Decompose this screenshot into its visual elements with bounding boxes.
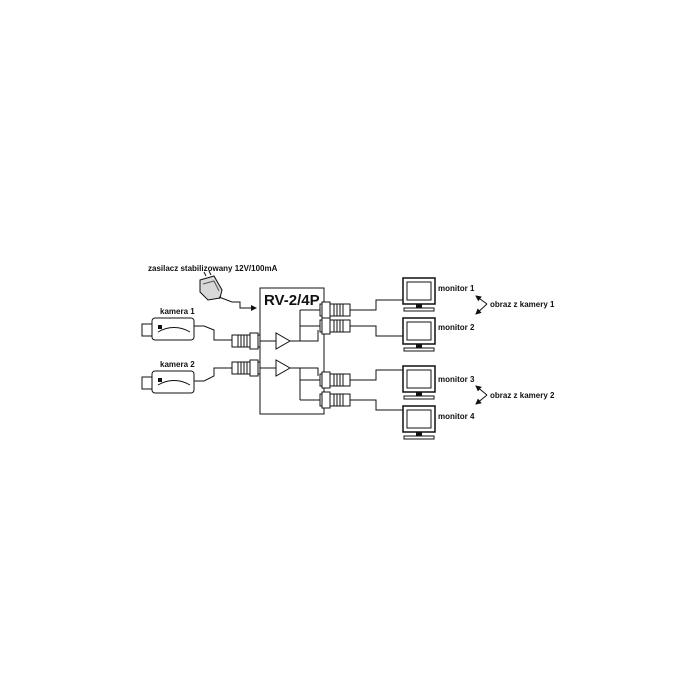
monitor-4-icon — [402, 405, 436, 440]
camera-1-cable — [194, 325, 232, 341]
device-box — [259, 287, 325, 415]
power-cable — [218, 296, 257, 311]
monitor-3-icon — [402, 365, 436, 400]
camera-2-cable — [194, 367, 232, 382]
output-connector-4 — [319, 391, 351, 409]
monitor-3-label: monitor 3 — [438, 375, 475, 384]
amplifier-2-icon — [275, 359, 292, 377]
device-title: RV-2/4P — [264, 292, 320, 309]
group-2-label: obraz z kamery 2 — [490, 391, 555, 400]
input-connector-2 — [231, 359, 261, 377]
monitor-2-label: monitor 2 — [438, 323, 475, 332]
camera-1-icon — [141, 317, 195, 341]
power-adapter-icon — [199, 270, 223, 301]
monitor-1-label: monitor 1 — [438, 284, 475, 293]
camera-1-label: kamera 1 — [160, 307, 195, 316]
power-supply-label: zasilacz stabilizowany 12V/100mA — [148, 264, 278, 273]
camera-2-label: kamera 2 — [160, 360, 195, 369]
group-1-label: obraz z kamery 1 — [490, 300, 555, 309]
output-connector-3 — [319, 371, 351, 389]
group-1-arrows — [475, 295, 488, 315]
output-cable-4 — [350, 399, 404, 411]
output-cable-1 — [350, 299, 404, 311]
input-connector-1 — [231, 332, 261, 350]
group-2-arrows — [475, 385, 488, 405]
monitor-1-icon — [402, 277, 436, 312]
output-cable-2 — [350, 325, 404, 337]
monitor-4-label: monitor 4 — [438, 412, 475, 421]
monitor-2-icon — [402, 317, 436, 352]
output-cable-3 — [350, 369, 404, 381]
amplifier-1-icon — [275, 332, 292, 350]
output-connector-1 — [319, 301, 351, 319]
camera-2-icon — [141, 370, 195, 394]
output-connector-2 — [319, 317, 351, 335]
